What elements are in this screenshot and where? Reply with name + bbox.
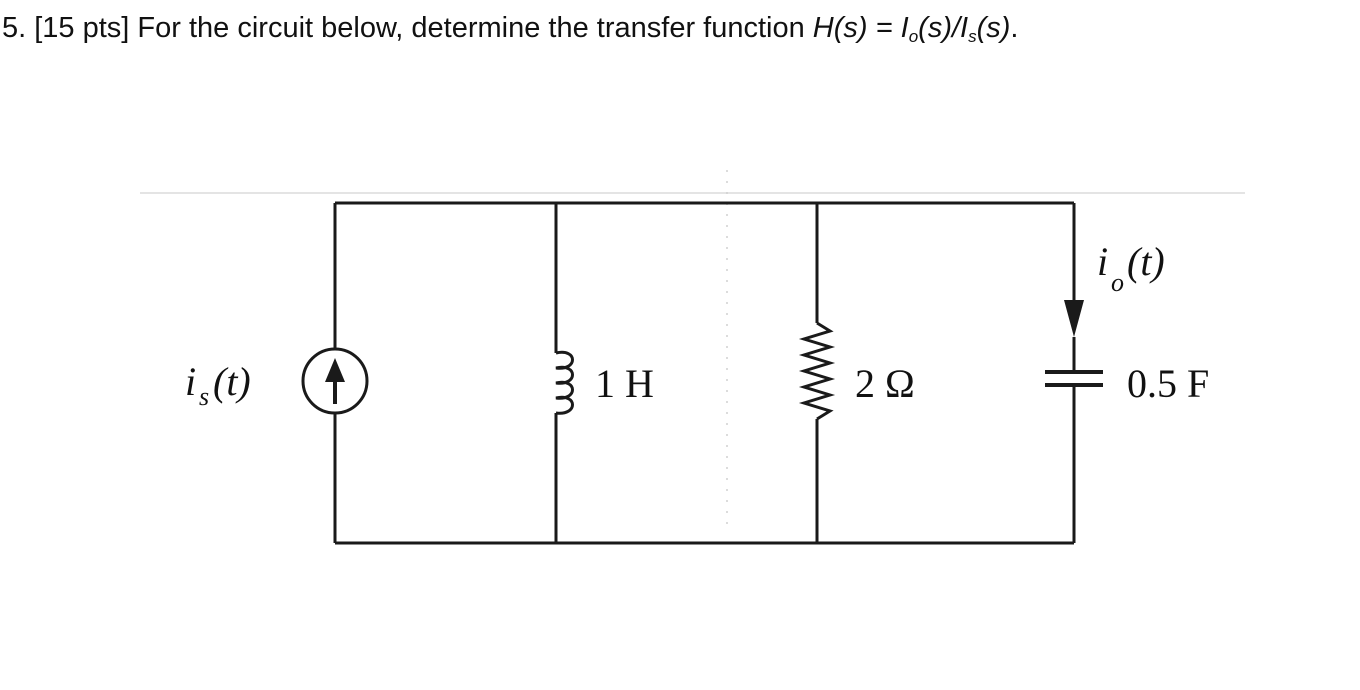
question-text: 5. [15 pts] For the circuit below, deter… [2,12,1018,47]
current-source [301,203,369,543]
resistor-label: 2 Ω [855,361,915,406]
output-label-sub: o [1111,268,1124,297]
output-current-arrow [1064,300,1084,337]
output-current-label: i o (t) [1097,239,1165,297]
source-current-subscript: s [968,27,977,46]
source-current-symbol: I [960,12,969,44]
source-current-args: (s) [976,12,1011,44]
inductor-coil [555,350,574,415]
capacitor [1045,203,1103,543]
output-current-symbol: I [900,12,909,44]
source-label-sub: s [199,382,209,411]
inductor-label: 1 H [595,361,654,406]
output-current-args: (s)/ [918,12,961,44]
output-label-t: (t) [1127,239,1165,284]
source-arrow-head [325,358,345,382]
question-suffix: . [1010,12,1019,44]
output-current-subscript: o [908,27,919,46]
output-label-i: i [1097,239,1108,284]
question-prefix: 5. [15 pts] For the circuit below, deter… [2,12,813,44]
source-label-t: (t) [213,359,251,404]
source-label: i s (t) [185,359,251,411]
transfer-function-args: (s) = [833,12,901,44]
transfer-function-symbol: H [812,12,834,44]
capacitor-label: 0.5 F [1127,361,1209,406]
resistor [798,203,836,543]
inductor [554,203,574,543]
resistor-zigzag [798,321,836,421]
source-label-i: i [185,359,196,404]
